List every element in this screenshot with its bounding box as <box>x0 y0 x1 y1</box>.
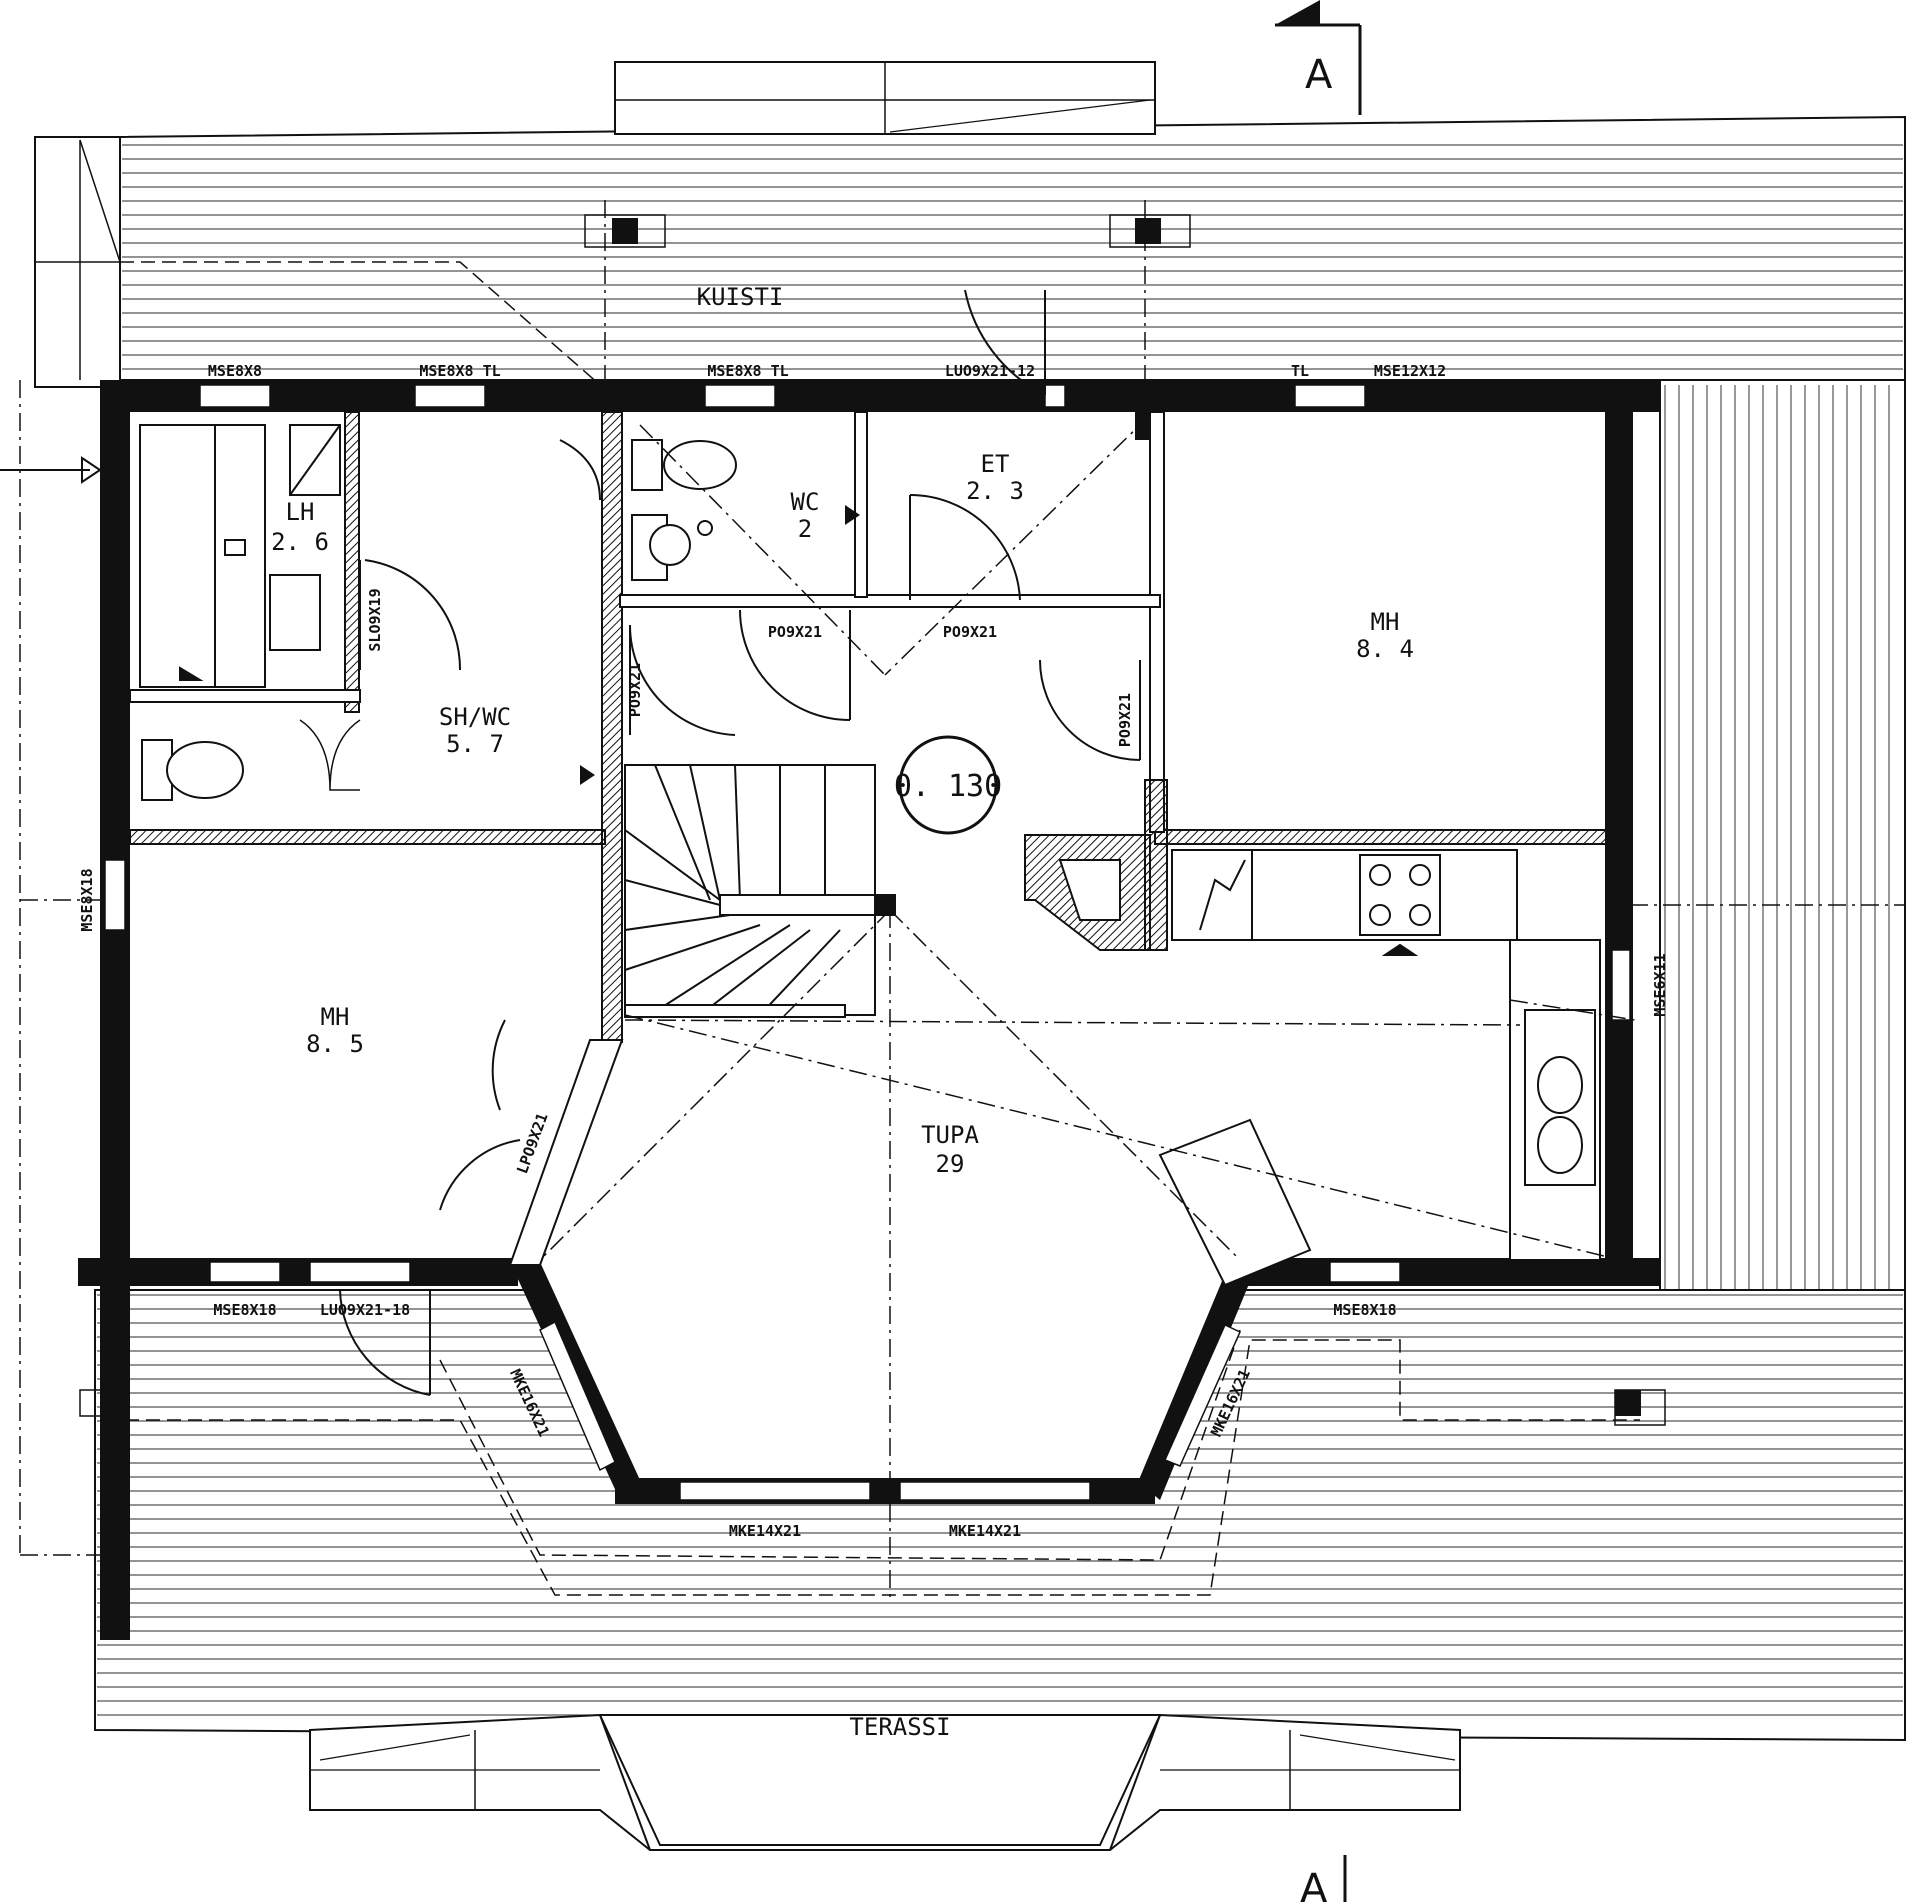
section-label-top: A <box>1305 52 1333 98</box>
room-mh-left-area: 8. 5 <box>306 1030 364 1058</box>
room-lh-name: LH <box>286 498 315 526</box>
room-wc-name: WC <box>791 488 820 516</box>
section-marker-bottom: A <box>1300 1855 1347 1902</box>
interior-walls <box>129 411 1611 1266</box>
code-int-3: PO9X21 <box>943 623 997 641</box>
door-swings <box>339 289 1141 1396</box>
code-top-2: MSE8X8 TL <box>419 362 500 380</box>
room-terassi: TERASSI <box>849 1713 950 1741</box>
code-top-4: LUO9X21-12 <box>945 362 1035 380</box>
code-bay-front-2: MKE14X21 <box>949 1522 1021 1540</box>
fireplace <box>1024 834 1151 951</box>
entrance-arrow <box>0 456 102 484</box>
room-shwc-name: SH/WC <box>439 703 511 731</box>
kuisti-deck <box>34 61 1906 388</box>
code-int-5: PO9X21 <box>1116 693 1134 747</box>
room-tupa-area: 29 <box>936 1150 965 1178</box>
code-bay-front-1: MKE14X21 <box>729 1522 801 1540</box>
room-mh-right-area: 8. 4 <box>1356 635 1414 663</box>
kitchen <box>1171 849 1601 1261</box>
room-labels: KUISTI LH 2. 6 SH/WC 5. 7 WC 2 ET 2. 3 M… <box>271 283 1414 1741</box>
code-bottom-left-2: LUO9X21-18 <box>320 1301 410 1319</box>
section-marker-top: A <box>1275 0 1362 115</box>
room-kuisti: KUISTI <box>697 283 784 311</box>
code-bottom-right: MSE8X18 <box>1333 1301 1396 1319</box>
elevation-circle <box>898 735 998 835</box>
beam-lines <box>19 200 1905 1600</box>
code-int-1: SLO9X19 <box>366 588 384 651</box>
room-lh-area: 2. 6 <box>271 528 329 556</box>
elevation-label: 0. 130 <box>894 769 1002 804</box>
wall-windows <box>104 384 1631 1501</box>
staircase <box>624 764 896 1018</box>
section-label-bottom: A <box>1300 1866 1328 1902</box>
code-left: MSE8X18 <box>78 868 96 931</box>
terassi-deck <box>94 1289 1906 1851</box>
toilet-left <box>141 739 244 801</box>
code-top-5: TL <box>1291 362 1309 380</box>
code-right: MSE6X11 <box>1651 953 1669 1016</box>
room-et-area: 2. 3 <box>966 477 1024 505</box>
code-top-1: MSE8X8 <box>208 362 262 380</box>
code-int-4: PO9X21 <box>626 663 644 717</box>
wc-fixtures <box>631 439 737 581</box>
sauna-benches <box>139 424 341 688</box>
code-top-6: MSE12X12 <box>1374 362 1446 380</box>
room-mh-left-name: MH <box>321 1003 350 1031</box>
room-tupa-name: TUPA <box>921 1121 979 1149</box>
posts <box>100 218 1641 1416</box>
code-top-3: MSE8X8 TL <box>707 362 788 380</box>
room-shwc-area: 5. 7 <box>446 730 504 758</box>
room-mh-right-name: MH <box>1371 608 1400 636</box>
room-wc-area: 2 <box>798 515 812 543</box>
side-deck <box>1659 379 1906 1301</box>
room-et-name: ET <box>981 450 1010 478</box>
code-int-2: PO9X21 <box>768 623 822 641</box>
code-bottom-left-1: MSE8X18 <box>213 1301 276 1319</box>
